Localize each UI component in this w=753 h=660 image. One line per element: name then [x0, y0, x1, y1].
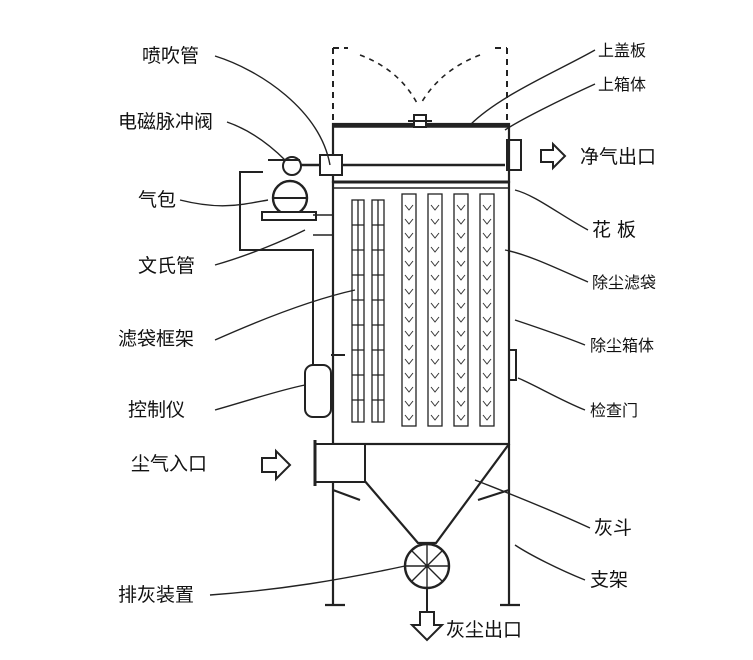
clean-gas-outlet-arrow [540, 141, 567, 171]
label-controller: 控制仪 [128, 399, 185, 421]
support-frame [325, 444, 520, 607]
label-pentui-guan: 喷吹管 [142, 45, 199, 67]
header-bracket [261, 211, 317, 221]
label-air-header: 气包 [138, 189, 176, 211]
solenoid-valve [282, 156, 302, 176]
label-clean-gas-outlet: 净气出口 [580, 146, 656, 168]
label-collector-box: 除尘箱体 [590, 336, 654, 355]
label-support: 支架 [590, 569, 628, 591]
controller-box [304, 364, 332, 418]
label-hopper: 灰斗 [594, 517, 632, 539]
label-dust-inlet: 尘气入口 [131, 453, 207, 475]
leader-lines [179, 49, 596, 596]
label-venturi: 文氏管 [138, 255, 195, 277]
label-dust-outlet: 灰尘出口 [446, 619, 522, 641]
venturi-link [313, 214, 333, 236]
bag-stitch-marks [404, 204, 492, 421]
label-filter-bag: 除尘滤袋 [592, 273, 656, 292]
bag-frames-left [351, 199, 385, 423]
dust-gas-inlet [314, 443, 366, 483]
label-top-cover: 上盖板 [598, 41, 646, 60]
label-tube-sheet: 花 板 [592, 219, 636, 241]
dust-outlet-arrow [409, 611, 445, 642]
dust-collector-casing [331, 180, 511, 446]
lift-arc-dashed [359, 54, 481, 106]
clean-gas-outlet-pipe [506, 139, 522, 171]
filter-bags [401, 193, 495, 427]
lifted-cover-dashed [332, 47, 508, 125]
label-solenoid-valve: 电磁脉冲阀 [118, 111, 213, 133]
label-upper-box: 上箱体 [598, 75, 646, 94]
upper-box [331, 122, 511, 184]
blow-pipe-valve-box [319, 154, 343, 176]
inspection-door [509, 349, 517, 381]
label-bag-frame: 滤袋框架 [118, 328, 194, 350]
label-inspection-door: 检查门 [590, 401, 638, 420]
dust-inlet-arrow [261, 448, 292, 482]
rotary-vanes [405, 544, 449, 588]
label-discharge-device: 排灰装置 [118, 584, 194, 606]
